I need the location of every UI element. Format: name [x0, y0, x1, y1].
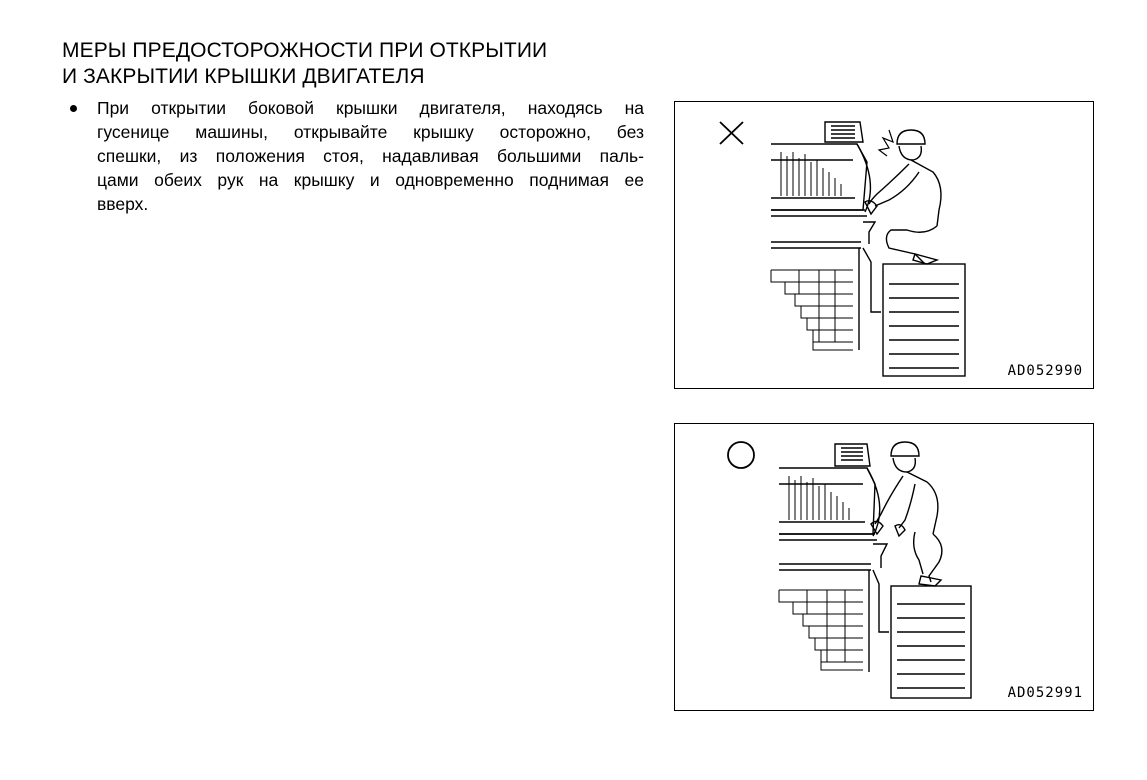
track-step-icon	[882, 263, 966, 377]
bullet-dot-icon	[70, 105, 77, 112]
figure-code: AD052990	[1007, 363, 1083, 379]
worker-figure-icon	[864, 129, 942, 265]
bullet-text: При открытии боковой крышки двигателя, н…	[97, 96, 644, 216]
bullet-line: гусенице машины, открывайте крышку остор…	[97, 122, 644, 142]
title-line-1: МЕРЫ ПРЕДОСТОРОЖНОСТИ ПРИ ОТКРЫТИИ	[62, 39, 548, 62]
wrong-method-drawing	[719, 121, 966, 377]
bullet-line: При открытии боковой крышки двигателя, н…	[97, 98, 644, 118]
machine-body-icon	[770, 269, 853, 351]
correct-method-drawing	[727, 441, 972, 699]
machine-engine-hood-icon	[771, 121, 881, 350]
bullet-line: цами обеих рук на крышку и одновременно …	[97, 170, 644, 190]
section-title: МЕРЫ ПРЕДОСТОРОЖНОСТИ ПРИ ОТКРЫТИИ И ЗАК…	[62, 38, 662, 90]
machine-engine-hood-icon	[779, 443, 889, 672]
bullet-line: вверх.	[97, 194, 149, 214]
cross-mark-icon	[719, 121, 744, 145]
figure-code: AD052991	[1007, 685, 1083, 701]
circle-mark-icon	[727, 441, 755, 469]
bullet-item: При открытии боковой крышки двигателя, н…	[70, 96, 644, 216]
machine-body-icon	[778, 589, 863, 671]
bullet-line: спешки, из положения стоя, надавливая бо…	[97, 146, 644, 166]
title-line-2: И ЗАКРЫТИИ КРЫШКИ ДВИГАТЕЛЯ	[62, 65, 425, 88]
track-step-icon	[890, 585, 972, 699]
illustration-wrong-method: AD052990	[674, 101, 1094, 389]
worker-figure-icon	[870, 441, 943, 587]
illustration-correct-method: AD052991	[674, 423, 1094, 711]
